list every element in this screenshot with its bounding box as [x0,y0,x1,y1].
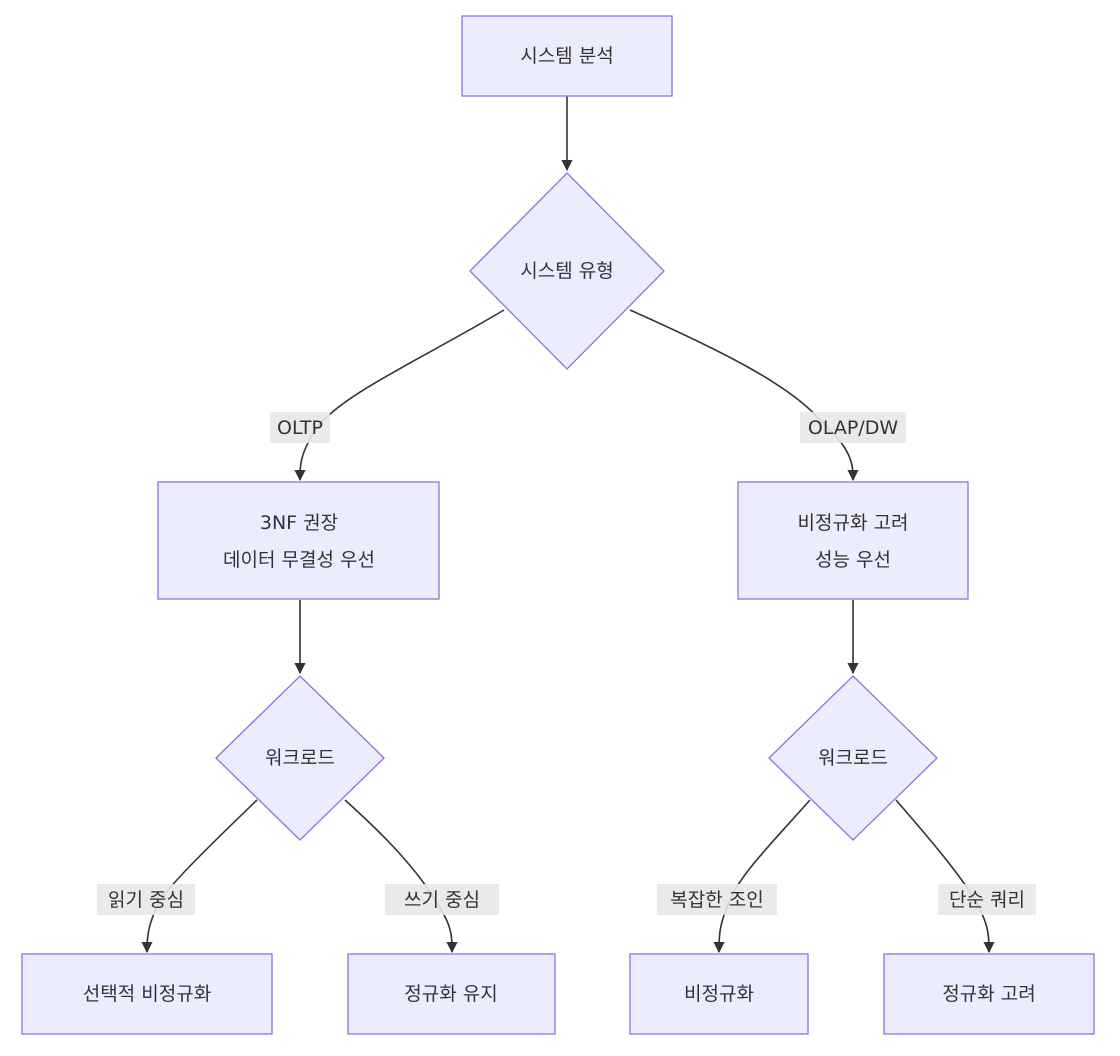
edge-label-write-heavy: 쓰기 중심 [385,884,499,915]
node-selective-denormalization-label: 선택적 비정규화 [83,983,211,1005]
node-system-analysis-label: 시스템 분석 [520,45,613,67]
edge-label-olap-text: OLAP/DW [808,417,898,439]
edge-olap-workload-to-consider [895,799,995,954]
node-olap-recommendation-line2: 성능 우선 [815,549,891,571]
edge-oltp-workload-to-keep [344,799,458,954]
edge-label-write-heavy-text: 쓰기 중심 [404,889,480,911]
node-consider-normalization[interactable]: 정규화 고려 [883,953,1095,1035]
node-selective-denormalization[interactable]: 선택적 비정규화 [21,953,273,1035]
edge-olap-workload-to-denorm [713,799,811,954]
node-oltp-recommendation-box [157,481,440,600]
edge-labels: OLTP OLAP/DW 읽기 중심 쓰기 중심 복잡한 조인 단순 쿼리 [97,412,1036,915]
edge-label-write-heavy-bg [385,884,499,915]
node-selective-denormalization-box [21,953,273,1035]
node-olap-workload-label: 워크로드 [818,747,888,769]
node-olap-recommendation-box [737,481,969,600]
node-keep-normalized-label: 정규화 유지 [404,983,497,1005]
edge-label-oltp-bg [270,412,330,443]
edge-label-simple-query: 단순 쿼리 [938,884,1036,915]
node-oltp-workload-diamond [215,675,385,841]
node-oltp-recommendation[interactable]: 3NF 권장 데이터 무결성 우선 [157,481,440,600]
node-olap-recommendation-line1: 비정규화 고려 [798,512,909,534]
edge-label-read-heavy-bg [97,884,195,915]
node-keep-normalized[interactable]: 정규화 유지 [347,953,556,1035]
edge-oltp-workload-to-selective [141,799,258,954]
node-system-type[interactable]: 시스템 유형 [469,172,665,370]
node-oltp-recommendation-line2: 데이터 무결성 우선 [223,549,375,571]
node-denormalize[interactable]: 비정규화 [629,953,809,1035]
node-system-analysis[interactable]: 시스템 분석 [461,15,673,97]
edge-label-read-heavy-text: 읽기 중심 [108,889,184,911]
edge-label-simple-query-bg [938,884,1036,915]
node-system-analysis-box [461,15,673,97]
edge-label-complex-join-bg [657,884,777,915]
node-denormalize-label: 비정규화 [684,983,754,1005]
node-system-type-label: 시스템 유형 [520,260,613,282]
node-oltp-recommendation-line1: 3NF 권장 [260,512,338,534]
node-olap-workload-diamond [768,675,938,841]
node-consider-normalization-box [883,953,1095,1035]
nodes: 시스템 분석 시스템 유형 3NF 권장 데이터 무결성 우선 비정규화 고려 … [21,15,1095,1035]
node-oltp-workload-label: 워크로드 [265,747,335,769]
node-keep-normalized-box [347,953,556,1035]
node-consider-normalization-label: 정규화 고려 [942,983,1035,1005]
edge-label-oltp-text: OLTP [277,417,323,439]
edge-label-olap: OLAP/DW [800,412,906,443]
node-olap-recommendation[interactable]: 비정규화 고려 성능 우선 [737,481,969,600]
edge-label-simple-query-text: 단순 쿼리 [949,889,1025,911]
edge-type-to-oltp [294,309,505,482]
edge-type-to-olap [629,309,859,482]
edge-label-olap-bg [800,412,906,443]
edge-label-complex-join-text: 복잡한 조인 [670,889,763,911]
edge-label-read-heavy: 읽기 중심 [97,884,195,915]
edge-label-oltp: OLTP [270,412,330,443]
node-olap-workload[interactable]: 워크로드 [768,675,938,841]
edge-label-complex-join: 복잡한 조인 [657,884,777,915]
node-system-type-diamond [469,172,665,370]
node-denormalize-box [629,953,809,1035]
node-oltp-workload[interactable]: 워크로드 [215,675,385,841]
